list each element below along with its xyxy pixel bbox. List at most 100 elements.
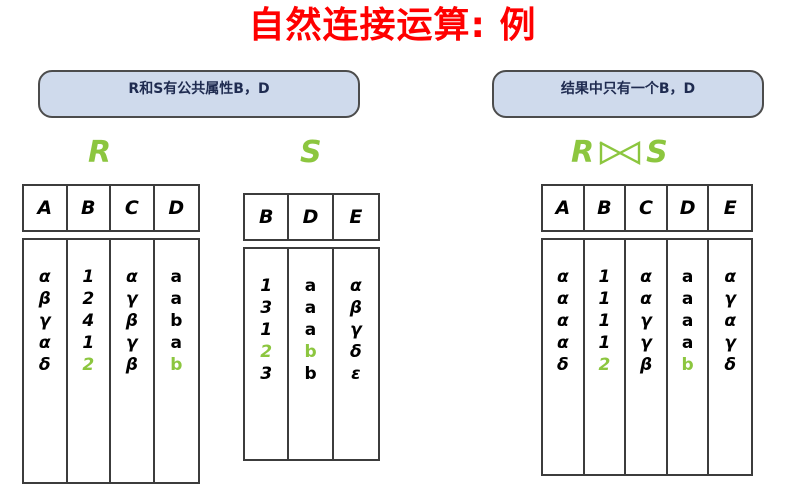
table-cell: α — [350, 276, 362, 296]
table-cell: a — [170, 267, 183, 287]
column-header: E — [349, 206, 363, 228]
table-cell: b — [304, 342, 317, 362]
page-title: 自然连接运算: 例 — [248, 5, 537, 46]
table-cell: a — [681, 311, 694, 331]
table-cell: α — [125, 267, 138, 287]
table-cell: a — [304, 298, 317, 318]
column-header: D — [168, 197, 185, 219]
table-cell: a — [681, 333, 694, 353]
table-cell: γ — [724, 289, 737, 309]
table-cell: γ — [125, 289, 138, 309]
table-cell: 1 — [598, 333, 611, 353]
table-cell: β — [639, 355, 653, 375]
join-label-right-operand: S — [646, 135, 668, 170]
relation-label-s: S — [300, 135, 322, 170]
table-cell: γ — [640, 333, 652, 353]
natural-join-bowtie-icon — [598, 140, 642, 166]
column-header: C — [111, 186, 155, 230]
relation-label-join: R S — [571, 136, 668, 170]
table-cell: α — [556, 267, 569, 287]
relation-label-r: R — [88, 135, 112, 170]
table-cell: β — [125, 311, 138, 331]
table-cell: α — [724, 267, 737, 287]
table-cell: δ — [38, 355, 51, 375]
table-cell: 1 — [82, 267, 95, 287]
table-cell: 4 — [82, 311, 95, 331]
table-cell: α — [640, 289, 652, 309]
table-cell: γ — [640, 311, 652, 331]
callout-left-text: R和S有公共属性B，D — [128, 81, 270, 97]
join-label-left-operand: R — [571, 135, 595, 170]
column-header: C — [626, 186, 668, 230]
table-cell: γ — [38, 311, 51, 331]
table-cell: b — [681, 355, 694, 375]
table-cell: ε — [351, 364, 361, 384]
table-cell: α — [38, 267, 51, 287]
table-cell: 1 — [82, 333, 95, 353]
column-header: D — [289, 195, 334, 239]
table-cell: α — [556, 289, 569, 309]
table-cell: 3 — [260, 364, 273, 384]
column-header: E — [723, 197, 737, 219]
table-cell: a — [170, 289, 183, 309]
table-cell: 2 — [82, 289, 95, 309]
column-header: A — [24, 186, 68, 230]
table-cell: 3 — [260, 298, 273, 318]
table-cell: b — [170, 311, 183, 331]
table-cell: 1 — [598, 311, 611, 331]
table-cell: β — [38, 289, 51, 309]
table-cell: a — [304, 276, 317, 296]
table-cell: a — [681, 267, 694, 287]
table-cell: δ — [724, 355, 737, 375]
table-cell: α — [640, 267, 652, 287]
column-header: D — [668, 186, 710, 230]
callout-box-common-attributes: R和S有公共属性B，D — [38, 70, 360, 118]
column-header: B — [585, 186, 627, 230]
table-cell: b — [170, 355, 183, 375]
table-cell: α — [724, 311, 737, 331]
table-cell: β — [125, 355, 138, 375]
column-header: B — [245, 195, 290, 239]
table-cell: 2 — [598, 355, 611, 375]
column-header: B — [68, 186, 112, 230]
table-cell: 2 — [260, 342, 273, 362]
table-cell: 1 — [598, 267, 611, 287]
table-cell: γ — [125, 333, 138, 353]
table-cell: δ — [556, 355, 569, 375]
callout-box-single-attribute: 结果中只有一个B，D — [492, 70, 764, 118]
callout-right-text: 结果中只有一个B，D — [560, 81, 696, 97]
table-cell: 1 — [598, 289, 611, 309]
table-cell: a — [304, 320, 317, 340]
table-cell: γ — [350, 320, 362, 340]
table-cell: γ — [724, 333, 737, 353]
table-cell: α — [556, 311, 569, 331]
table-cell: 1 — [260, 320, 273, 340]
table-cell: 2 — [82, 355, 95, 375]
table-cell: a — [681, 289, 694, 309]
table-cell: b — [304, 364, 317, 384]
table-cell: 1 — [260, 276, 273, 296]
table-cell: α — [556, 333, 569, 353]
column-header: A — [543, 186, 585, 230]
